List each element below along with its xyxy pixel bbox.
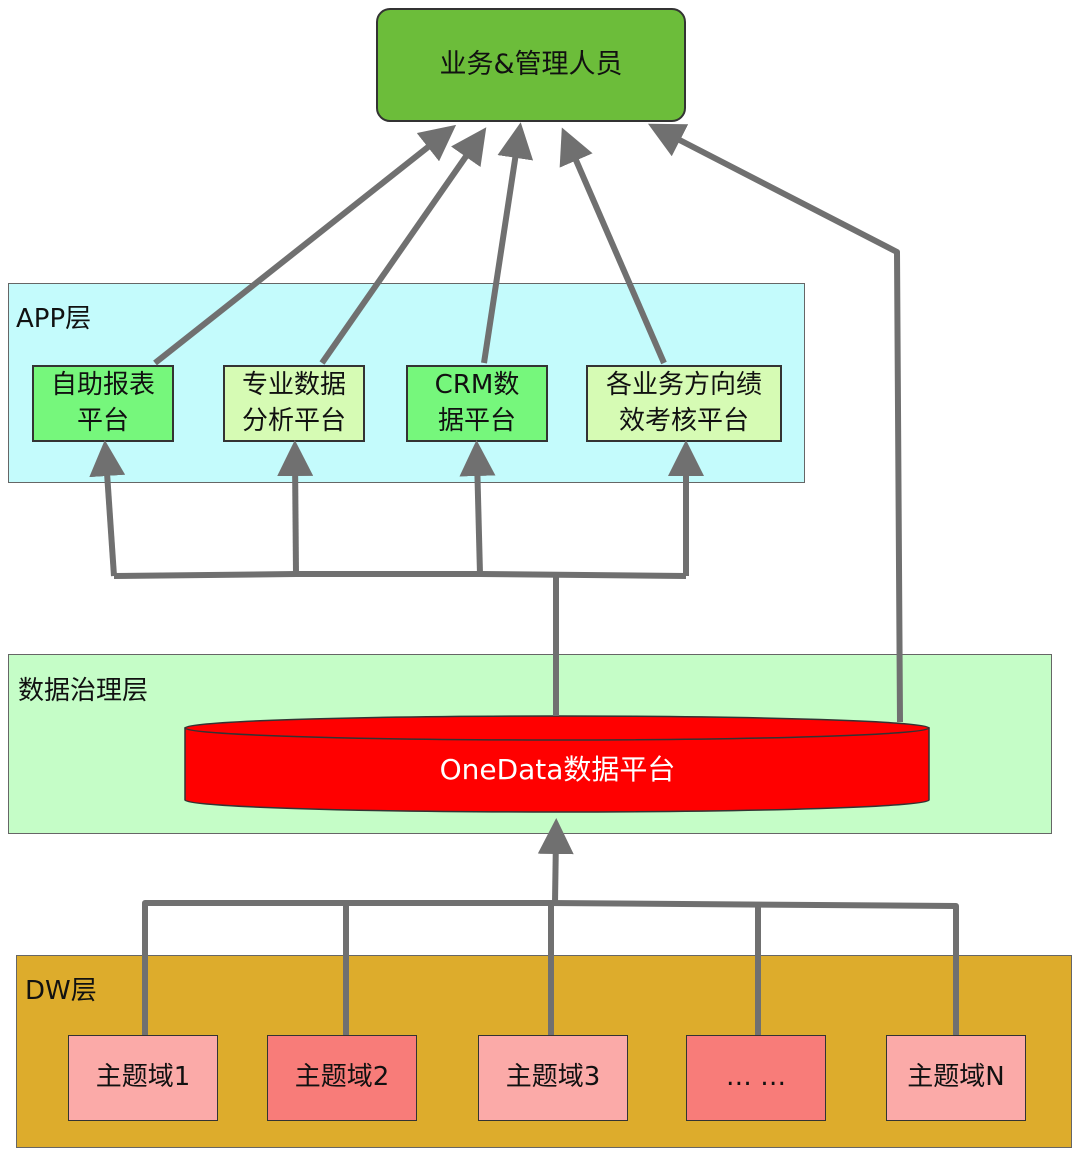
arrow-bus-to-analysis xyxy=(277,440,314,575)
app-box-label-line2: 据平台 xyxy=(437,405,516,436)
business-management-users-label: 业务&管理人员 xyxy=(439,48,623,80)
arrow-onedata-to-users xyxy=(647,123,903,723)
arrow-report-to-users xyxy=(153,124,457,366)
app-bus xyxy=(113,571,687,579)
arrow-dw-to-onedata xyxy=(537,818,574,904)
app-box-label-line1: CRM数 xyxy=(434,370,520,401)
app-layer-title: APP层 xyxy=(16,304,92,334)
app-box-label-line1: 各业务方向绩 xyxy=(605,370,762,401)
domain-box-label: 主题域2 xyxy=(294,1062,390,1093)
business-management-users: 业务&管理人员 xyxy=(376,8,686,122)
governance-layer-title: 数据治理层 xyxy=(18,676,149,706)
app-box-data-analysis: 专业数据 分析平台 xyxy=(223,365,365,442)
arrow-bus-to-report xyxy=(89,440,126,577)
app-box-label-line2: 效考核平台 xyxy=(618,405,749,436)
domain-box-label: 主题域3 xyxy=(505,1062,601,1093)
domain-box-1: 主题域1 xyxy=(68,1035,218,1121)
onedata-platform-cylinder xyxy=(184,715,930,813)
arrow-bus-to-crm xyxy=(459,440,496,575)
dw-layer-title: DW层 xyxy=(25,976,97,1006)
app-box-crm: CRM数 据平台 xyxy=(406,365,548,442)
app-box-label-line2: 平台 xyxy=(76,405,129,436)
app-box-label-line2: 分析平台 xyxy=(241,405,346,436)
domain-box-2: 主题域2 xyxy=(267,1035,417,1121)
arrow-performance-to-users xyxy=(559,127,667,365)
domain-box-n: 主题域N xyxy=(886,1035,1026,1121)
domain-box-label: … … xyxy=(725,1062,787,1093)
arrow-analysis-to-users xyxy=(319,127,487,365)
app-box-self-service-report: 自助报表 平台 xyxy=(32,365,174,442)
app-box-label-line1: 专业数据 xyxy=(241,370,346,401)
onedata-platform-label: OneData数据平台 xyxy=(439,753,676,786)
domain-box-label: 主题域1 xyxy=(95,1062,191,1093)
domain-box-ellipsis: … … xyxy=(686,1035,826,1121)
domain-box-3: 主题域3 xyxy=(478,1035,628,1121)
app-box-label-line1: 自助报表 xyxy=(50,370,155,401)
domain-box-label: 主题域N xyxy=(907,1062,1005,1093)
arrow-crm-to-users xyxy=(481,122,534,364)
